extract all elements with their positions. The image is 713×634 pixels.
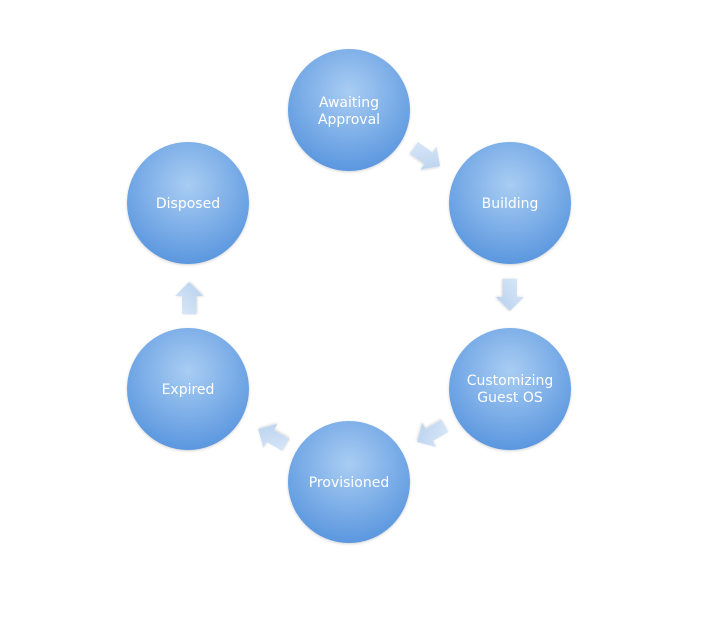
arrow-customizing-to-provisioned (417, 419, 449, 448)
node-disposed: Disposed (127, 142, 249, 264)
node-expired: Expired (127, 328, 249, 450)
node-building-label: Building (482, 196, 539, 212)
node-building: Building (449, 142, 571, 264)
node-awaiting-approval-line-2: Approval (318, 112, 380, 128)
node-expired-label: Expired (162, 382, 215, 398)
node-provisioned: Provisioned (288, 421, 410, 543)
node-customizing-guest-os-line-2: Guest OS (477, 390, 543, 406)
node-customizing-guest-os: Customizing Guest OS (449, 328, 571, 450)
node-disposed-label: Disposed (156, 196, 220, 212)
node-awaiting-approval: Awaiting Approval (288, 49, 410, 171)
node-awaiting-approval-line-1: Awaiting (319, 95, 379, 111)
arrow-building-to-customizing (496, 279, 524, 311)
arrow-provisioned-to-expired (258, 423, 290, 452)
arrow-expired-to-disposed (175, 282, 203, 314)
node-provisioned-label: Provisioned (309, 475, 390, 491)
arrow-awaiting-to-building (409, 142, 441, 170)
node-customizing-guest-os-line-1: Customizing (467, 373, 554, 389)
